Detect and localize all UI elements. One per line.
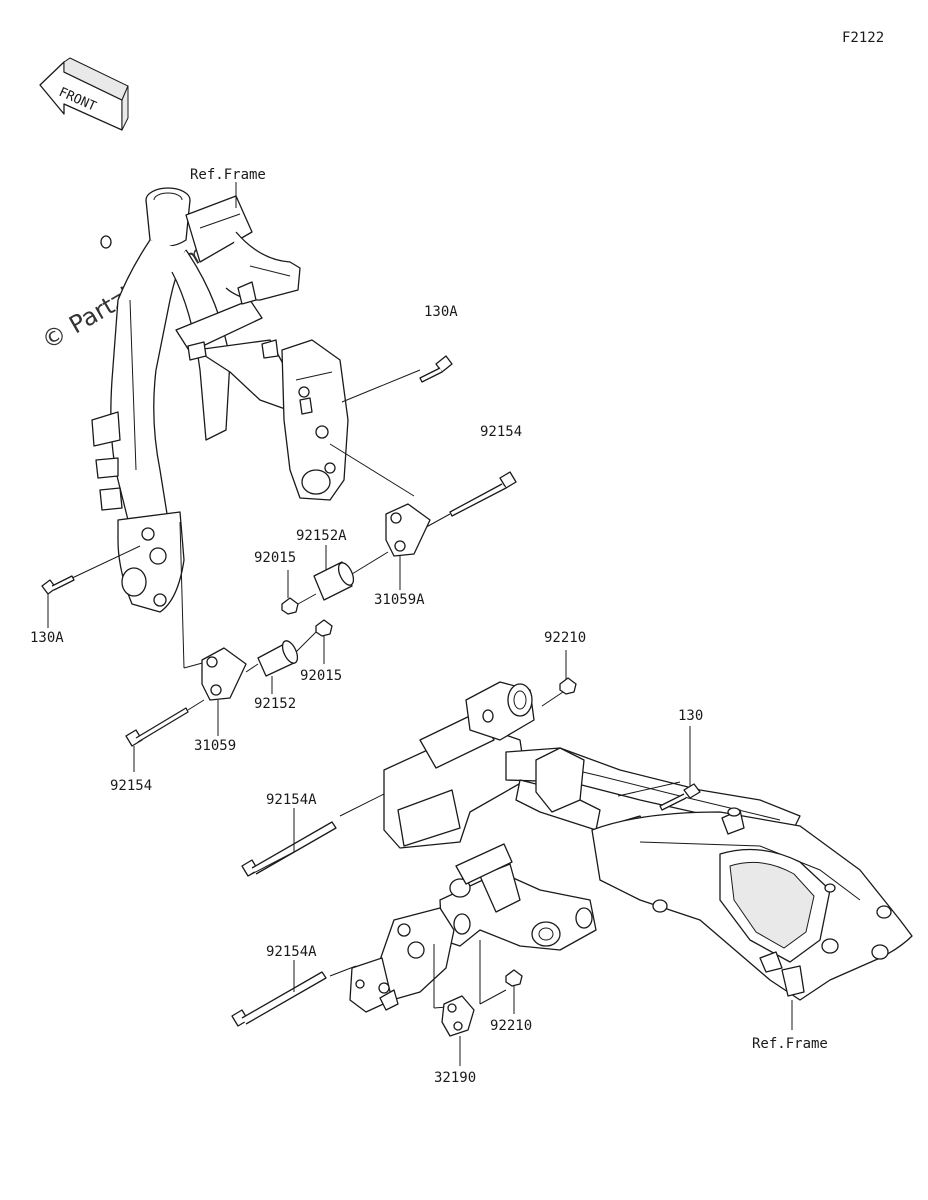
- nut-92015-left: [281, 570, 317, 615]
- plate-32190: [441, 995, 475, 1066]
- nut-92210-top: [559, 677, 577, 695]
- label-92154a-upper: 92154A: [266, 792, 317, 808]
- label-92154-left: 92154: [110, 778, 152, 794]
- bolt-92154a-upper: [241, 808, 337, 877]
- front-arrow-icon: FRONT: [39, 57, 129, 131]
- collar-92152: [257, 631, 317, 694]
- diagram-id: F2122: [842, 30, 884, 46]
- label-130: 130: [678, 708, 703, 724]
- bolt-130a-upper: [419, 355, 453, 383]
- label-ref-frame-top: Ref.Frame: [190, 167, 266, 183]
- bracket-31059: [201, 647, 259, 736]
- label-31059a: 31059A: [374, 592, 425, 608]
- label-92152: 92152: [254, 696, 296, 712]
- front-frame-illustration: [91, 187, 349, 613]
- label-32190: 32190: [434, 1070, 476, 1086]
- label-130a-top: 130A: [424, 304, 458, 320]
- nut-92015-right: [315, 619, 333, 664]
- label-92210-bottom: 92210: [490, 1018, 532, 1034]
- bolt-92154a-lower: [231, 960, 327, 1027]
- label-92015-left: 92015: [254, 550, 296, 566]
- label-ref-frame-bottom: Ref.Frame: [752, 1036, 828, 1052]
- nut-92210-bottom: [505, 969, 523, 1014]
- collar-92152a: [313, 545, 389, 601]
- bolt-130a-left: [41, 575, 75, 628]
- bracket-31059a: [385, 503, 431, 590]
- label-92210-top: 92210: [544, 630, 586, 646]
- label-92152a: 92152A: [296, 528, 347, 544]
- label-92015-right: 92015: [300, 668, 342, 684]
- rear-frame-illustration: [349, 681, 913, 1013]
- bolt-130-rear: [659, 783, 701, 811]
- bolt-92154-lower: [125, 699, 205, 772]
- label-31059: 31059: [194, 738, 236, 754]
- label-92154-top: 92154: [480, 424, 522, 440]
- label-92154a-lower: 92154A: [266, 944, 317, 960]
- label-130a-left: 130A: [30, 630, 64, 646]
